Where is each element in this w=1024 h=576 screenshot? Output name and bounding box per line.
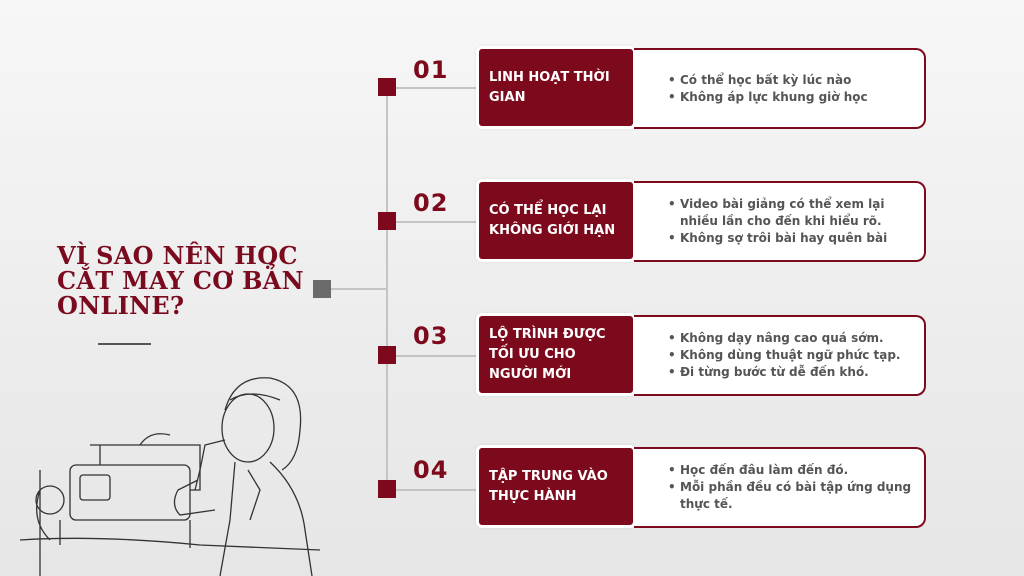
- title-connector-square: [313, 280, 331, 298]
- bullet-item: Mỗi phần đều có bài tập ứng dụng thực tế…: [668, 479, 924, 513]
- item-number-1: 01: [413, 56, 449, 84]
- item-label-1: LINH HOẠT THỜI GIAN: [476, 46, 636, 129]
- page-title: VÌ SAO NÊN HỌC CẮT MAY CƠ BẢN ONLINE?: [57, 241, 304, 320]
- timeline-marker-3: [378, 346, 396, 364]
- item-label-text: TẬP TRUNG VÀO THỰC HÀNH: [489, 468, 608, 504]
- item-description-2: Video bài giảng có thể xem lại nhiều lần…: [634, 181, 926, 262]
- item-label-text: CÓ THỂ HỌC LẠI KHÔNG GIỚI HẠN: [489, 202, 616, 238]
- item-description-4: Học đến đâu làm đến đó. Mỗi phần đều có …: [634, 447, 926, 528]
- item-label-4: TẬP TRUNG VÀO THỰC HÀNH: [476, 445, 636, 528]
- bullet-item: Không sợ trôi bài hay quên bài: [668, 230, 924, 247]
- timeline-marker-4: [378, 480, 396, 498]
- item-label-text: LINH HOẠT THỜI GIAN: [489, 69, 610, 105]
- sewing-woman-illustration: [20, 377, 320, 576]
- bullet-item: Có thể học bất kỳ lúc nào: [668, 72, 868, 89]
- bullet-item: Video bài giảng có thể xem lại nhiều lần…: [668, 196, 924, 230]
- item-label-3: LỘ TRÌNH ĐƯỢC TỐI ƯU CHO NGƯỜI MỚI: [476, 313, 636, 396]
- bullet-item: Đi từng bước từ dễ đến khó.: [668, 364, 900, 381]
- item-number-3: 03: [413, 322, 449, 350]
- connector-line-3: [396, 355, 478, 357]
- title-underline: [98, 343, 151, 345]
- timeline-vertical-line: [386, 87, 388, 492]
- timeline-marker-2: [378, 212, 396, 230]
- bullet-item: Học đến đâu làm đến đó.: [668, 462, 924, 479]
- item-label-2: CÓ THỂ HỌC LẠI KHÔNG GIỚI HẠN: [476, 179, 636, 262]
- item-description-1: Có thể học bất kỳ lúc nào Không áp lực k…: [634, 48, 926, 129]
- item-number-4: 04: [413, 456, 449, 484]
- item-number-2: 02: [413, 189, 449, 217]
- item-label-text: LỘ TRÌNH ĐƯỢC TỐI ƯU CHO NGƯỜI MỚI: [489, 326, 606, 382]
- connector-line-4: [396, 489, 478, 491]
- title-connector-line: [331, 288, 387, 290]
- bullet-item: Không dạy nâng cao quá sớm.: [668, 330, 900, 347]
- connector-line-1: [396, 87, 478, 89]
- bullet-item: Không áp lực khung giờ học: [668, 89, 868, 106]
- bullet-item: Không dùng thuật ngữ phức tạp.: [668, 347, 900, 364]
- item-description-3: Không dạy nâng cao quá sớm. Không dùng t…: [634, 315, 926, 396]
- timeline-marker-1: [378, 78, 396, 96]
- connector-line-2: [396, 221, 478, 223]
